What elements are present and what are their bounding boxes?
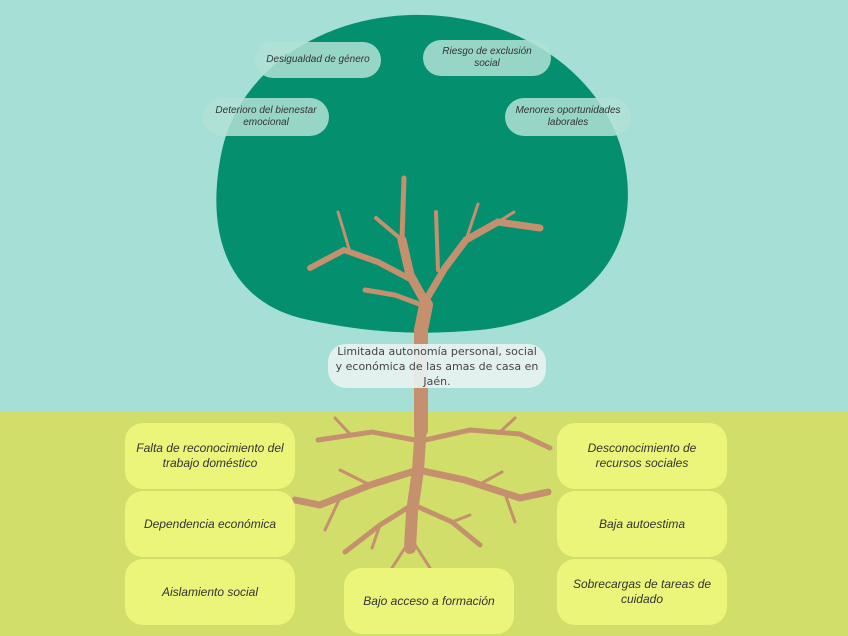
effect-box: Riesgo de exclusión social (423, 40, 551, 76)
effect-box: Desigualdad de género (255, 42, 381, 78)
cause-box: Sobrecargas de tareas de cuidado (557, 559, 727, 625)
tree-roots (291, 416, 553, 570)
effect-box: Menores oportunidades laborales (505, 98, 631, 136)
cause-box: Desconocimiento de recursos sociales (557, 423, 727, 489)
cause-box: Aislamiento social (125, 559, 295, 625)
effect-box: Deterioro del bienestar emocional (203, 98, 329, 136)
cause-box: Dependencia económica (125, 491, 295, 557)
cause-box: Bajo acceso a formación (344, 568, 514, 634)
cause-box: Falta de reconocimiento del trabajo domé… (125, 423, 295, 489)
tree-branches (307, 175, 544, 437)
central-problem-box: Limitada autonomía personal, social y ec… (328, 344, 546, 388)
tree-crown (216, 14, 628, 333)
cause-box: Baja autoestima (557, 491, 727, 557)
